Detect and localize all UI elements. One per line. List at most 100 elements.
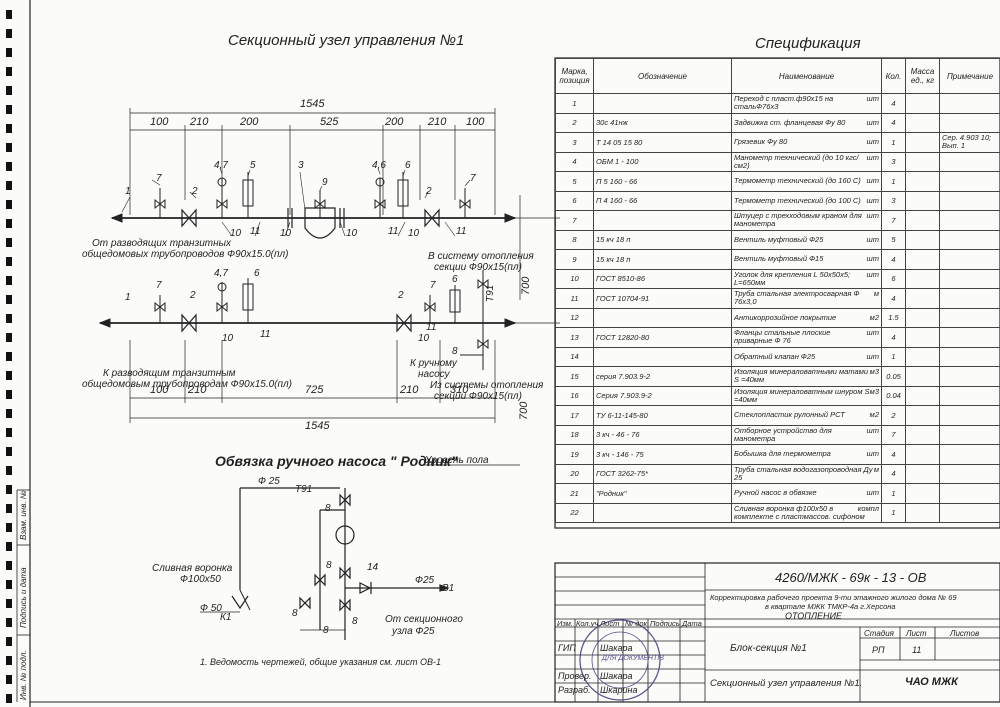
spec-cell-des: ГОСТ 10704-91	[593, 288, 732, 309]
pump-d50: Ф 50	[200, 603, 222, 614]
pump-callout: 8	[325, 503, 331, 514]
dim-top-total: 1545	[300, 98, 325, 110]
spec-cell-qty: 1	[881, 346, 906, 367]
spec-cell-pos: 9	[555, 249, 594, 270]
spec-header-row: Марка, позиция Обозначение Наименование …	[555, 58, 1000, 94]
pump-d25b: Ф25	[415, 575, 435, 586]
binding-hole	[6, 67, 12, 76]
spec-cell-qty: 7	[881, 210, 906, 231]
unit-title: Секционный узел управления №1	[228, 32, 465, 49]
dim-side-2: 700	[518, 401, 530, 420]
spec-cell-note	[939, 229, 1000, 250]
spec-cell-note	[939, 307, 1000, 328]
spec-cell-mass	[905, 483, 940, 504]
dim-top-3: 200	[240, 116, 259, 128]
binding-hole	[6, 143, 12, 152]
dim-bottom-4: 210	[400, 384, 419, 396]
side-vzam: Взам. инв. №	[19, 490, 28, 540]
spec-cell-qty: 7	[881, 424, 906, 445]
spec-item-name: Переход с пласт.ф90х15 на стальФ76х3	[734, 94, 834, 112]
spec-header: Масса ед., кг	[905, 58, 940, 94]
spec-cell-qty: 3	[881, 151, 906, 172]
spec-cell-pos: 3	[555, 132, 594, 153]
binding-hole	[6, 390, 12, 399]
binding-hole	[6, 656, 12, 665]
spec-cell-pos: 13	[555, 327, 594, 348]
stamp-sheet: 11	[912, 645, 922, 655]
spec-item-name: Антикоррозийное покрытие	[734, 312, 837, 322]
label-from-system: Из системы отопления	[430, 380, 544, 391]
spec-cell-note	[939, 268, 1000, 289]
binding-hole	[6, 542, 12, 551]
spec-cell-qty: 1	[881, 171, 906, 192]
pump-from-unit: От секционного	[385, 614, 463, 625]
binding-hole	[6, 447, 12, 456]
spec-item-name: Вентиль муфтовый Ф25	[734, 234, 824, 244]
spec-cell-qty: 5	[881, 229, 906, 250]
pump-b1: В1	[442, 583, 455, 594]
stamp-org: ЧАО МЖК	[905, 676, 958, 688]
general-note: 1. Ведомость чертежей, общие указания см…	[200, 657, 441, 667]
spec-cell-pos: 21	[555, 483, 594, 504]
spec-item-name: Вентиль муфтовый Ф15	[734, 254, 824, 264]
spec-item-name: Манометр технический (до 10 кгс/см2)	[734, 152, 859, 170]
callout: 10	[222, 333, 234, 344]
spec-cell-des: 3 кч - 46 - 76	[593, 424, 732, 445]
spec-cell-pos: 2	[555, 112, 594, 133]
spec-cell-mass	[905, 385, 940, 406]
spec-cell-note: Сер. 4.903 10; Вып. 1	[939, 132, 1000, 153]
spec-cell-qty: 1	[881, 502, 906, 523]
binding-hole	[6, 124, 12, 133]
spec-cell-pos: 15	[555, 366, 594, 387]
pump-drain: Сливная воронка	[152, 563, 233, 574]
binding-hole	[6, 694, 12, 703]
pump-d25: Ф 25	[258, 476, 280, 487]
callout: 2	[398, 290, 404, 301]
dim-top-5: 200	[385, 116, 404, 128]
spec-item-unit: м	[873, 289, 879, 299]
callout: 4,7	[214, 160, 228, 171]
callout: 11	[426, 322, 437, 333]
spec-cell-note	[939, 463, 1000, 484]
callout: 3	[298, 160, 304, 171]
dim-bottom-total: 1545	[305, 420, 330, 432]
label-to-system2: секции Ф90х15(пл)	[434, 262, 522, 273]
binding-hole	[6, 48, 12, 57]
spec-cell-qty: 1	[881, 483, 906, 504]
spec-cell-note	[939, 405, 1000, 426]
callout: 6	[405, 160, 411, 171]
spec-cell-note	[939, 327, 1000, 348]
dim-top-4: 525	[320, 116, 339, 128]
stamp-name: Шкарина	[600, 685, 638, 695]
spec-cell-mass	[905, 327, 940, 348]
stamp-stage-header: Стадия	[864, 629, 894, 638]
binding-hole	[6, 523, 12, 532]
spec-item-unit: м3	[869, 386, 879, 396]
stamp-col: Лист	[600, 619, 620, 628]
callout: 10	[230, 228, 242, 239]
callout: 11	[456, 226, 467, 237]
stamp-role: Разраб.	[558, 685, 591, 695]
spec-header: Марка, позиция	[555, 58, 594, 94]
binding-hole	[6, 352, 12, 361]
spec-cell-mass	[905, 151, 940, 172]
spec-item-name: Стеклопластик рулонный РСТ	[734, 410, 845, 420]
binding-hole	[6, 200, 12, 209]
callout: 6	[254, 268, 260, 279]
spec-cell-mass	[905, 249, 940, 270]
callout: 7	[430, 280, 436, 291]
spec-cell-note	[939, 424, 1000, 445]
stamp-sheets-header: Листов	[950, 629, 980, 638]
spec-cell-note	[939, 171, 1000, 192]
spec-item-unit: шт	[866, 328, 879, 338]
